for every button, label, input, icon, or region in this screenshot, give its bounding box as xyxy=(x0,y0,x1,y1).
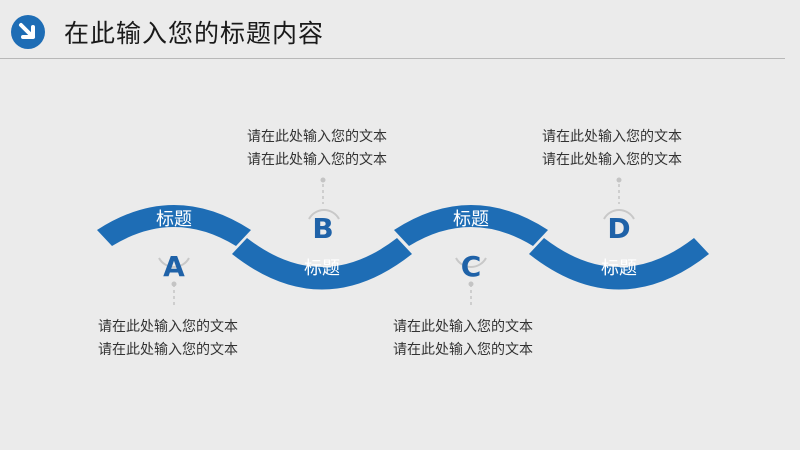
connector-dot-a xyxy=(171,281,177,287)
header-divider xyxy=(0,58,785,59)
step-b-desc-line: 请在此处输入您的文本 xyxy=(247,152,387,168)
ring-arc-b xyxy=(308,209,340,220)
connector-dot-d xyxy=(616,177,622,183)
arrow-down-right-circle-icon xyxy=(11,15,45,49)
band-segment-a xyxy=(97,205,251,246)
step-d-title: 标题 xyxy=(601,258,637,279)
step-d-desc-line: 请在此处输入您的文本 xyxy=(542,129,682,145)
step-c-letter: C xyxy=(461,250,482,283)
connector-dot-c xyxy=(468,281,474,287)
band-segment-d xyxy=(529,238,709,290)
step-c-description: 请在此处输入您的文本 请在此处输入您的文本 xyxy=(393,316,533,362)
step-c-title: 标题 xyxy=(453,209,489,230)
step-d-desc-line: 请在此处输入您的文本 xyxy=(542,152,682,168)
band-segment-b xyxy=(232,238,412,290)
step-a-description: 请在此处输入您的文本 请在此处输入您的文本 xyxy=(98,316,238,362)
step-b-description: 请在此处输入您的文本 请在此处输入您的文本 xyxy=(247,126,387,172)
step-d-description: 请在此处输入您的文本 请在此处输入您的文本 xyxy=(542,126,682,172)
header: 在此输入您的标题内容 xyxy=(0,0,800,59)
step-a-title: 标题 xyxy=(156,209,192,230)
step-a-desc-line: 请在此处输入您的文本 xyxy=(98,342,238,358)
step-c-desc-line: 请在此处输入您的文本 xyxy=(393,319,533,335)
step-b-desc-line: 请在此处输入您的文本 xyxy=(247,129,387,145)
step-d-letter: D xyxy=(607,212,630,245)
step-b-title: 标题 xyxy=(304,258,340,279)
page-title: 在此输入您的标题内容 xyxy=(64,19,325,48)
ring-arc-c xyxy=(455,257,487,268)
band-segment-c xyxy=(394,205,548,246)
connector-dot-b xyxy=(320,177,326,183)
step-a-desc-line: 请在此处输入您的文本 xyxy=(98,319,238,335)
ring-arc-d xyxy=(603,209,635,220)
step-b-letter: B xyxy=(312,212,333,245)
step-a-letter: A xyxy=(163,250,185,283)
ring-arc-a xyxy=(158,257,190,268)
step-c-desc-line: 请在此处输入您的文本 xyxy=(393,342,533,358)
